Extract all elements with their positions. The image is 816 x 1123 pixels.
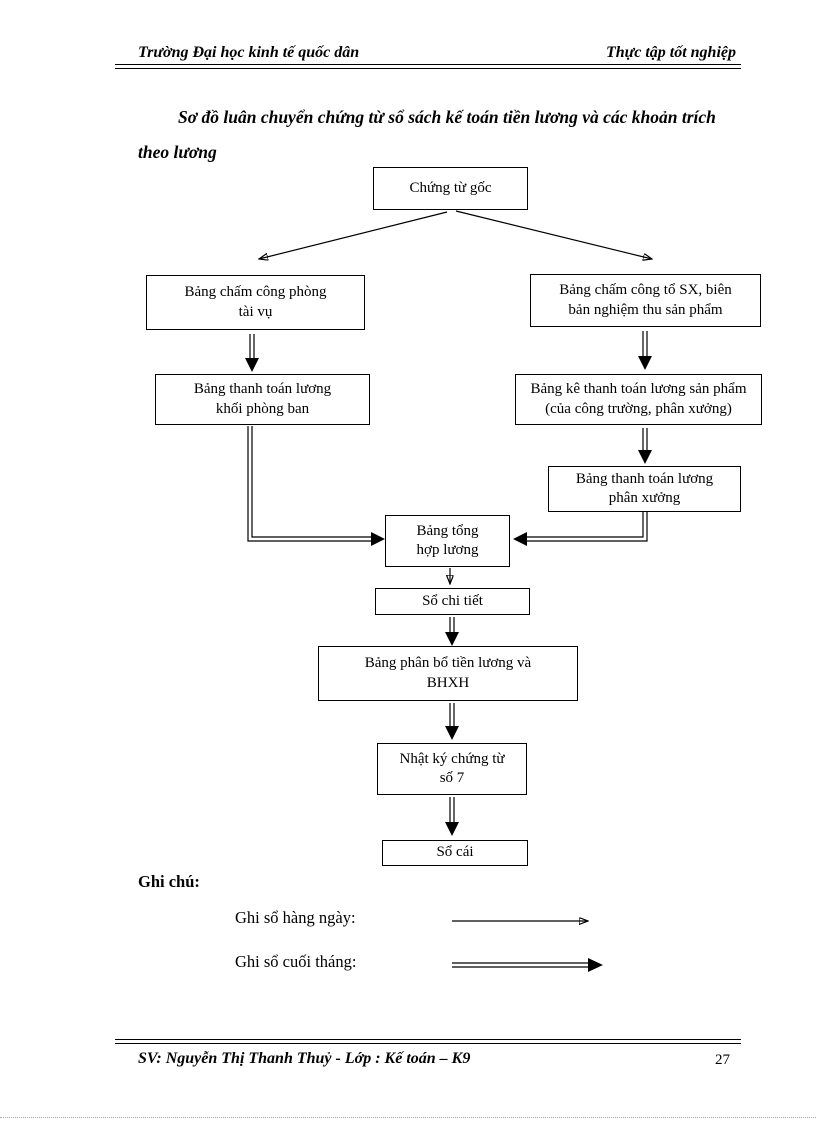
legend-monthly-arrow (452, 958, 603, 972)
flow-node-bang-cham-cong-phong: Bảng chấm công phòng tài vụ (146, 275, 365, 330)
flow-node-bang-tong-hop: Bảng tổng hợp lương (385, 515, 510, 567)
flow-node-bang-ke-thanh-toan: Bảng kê thanh toán lương sản phẩm (của c… (515, 374, 762, 425)
flow-node-so-cai: Sổ cái (382, 840, 528, 866)
footer-rule (115, 1039, 741, 1044)
page-title: Sơ đồ luân chuyển chứng từ sổ sách kế to… (138, 107, 716, 162)
double-arrow-right-col-1 (638, 331, 652, 370)
flow-node-bang-thanh-toan-phan-xuong: Bảng thanh toán lương phân xưởng (548, 466, 741, 512)
header-report-type: Thực tập tốt nghiệp (605, 44, 736, 61)
header-rule (115, 64, 741, 69)
header-school-name: Trường Đại học kinh tế quốc dân (138, 44, 360, 61)
page-bottom-dotted-rule (0, 1117, 816, 1118)
arrow-root-to-right (455, 210, 652, 259)
legend-monthly-label: Ghi sổ cuối tháng: (235, 952, 357, 971)
double-elbow-right-to-tong-hop (513, 512, 648, 546)
flow-node-chung-tu-goc: Chứng từ gốc (373, 167, 528, 210)
flow-node-so-chi-tiet: Sổ chi tiết (375, 588, 530, 615)
double-arrow-phan-bo-to-nhat-ky (445, 703, 459, 740)
double-arrow-left-col (245, 334, 259, 372)
flow-node-bang-thanh-toan-khoi: Bảng thanh toán lương khối phòng ban (155, 374, 370, 425)
flow-node-bang-cham-cong-to-sx: Bảng chấm công tổ SX, biên bản nghiệm th… (530, 274, 761, 327)
legend-heading: Ghi chú: (138, 872, 200, 891)
flow-node-nhat-ky-chung-tu: Nhật ký chứng từ số 7 (377, 743, 527, 795)
double-arrow-nhat-ky-to-so-cai (445, 797, 459, 836)
flow-node-bang-phan-bo: Bảng phân bổ tiền lương và BHXH (318, 646, 578, 701)
page-number: 27 (715, 1052, 730, 1068)
arrow-root-to-left (259, 211, 448, 259)
double-elbow-left-to-tong-hop (247, 426, 385, 546)
legend-daily-label: Ghi sổ hàng ngày: (235, 908, 356, 927)
double-arrow-right-col-2 (638, 428, 652, 464)
double-arrow-so-chi-tiet-to-phan-bo (445, 617, 459, 646)
footer-student-info: SV: Nguyễn Thị Thanh Thuỷ - Lớp : Kế toá… (138, 1050, 471, 1067)
